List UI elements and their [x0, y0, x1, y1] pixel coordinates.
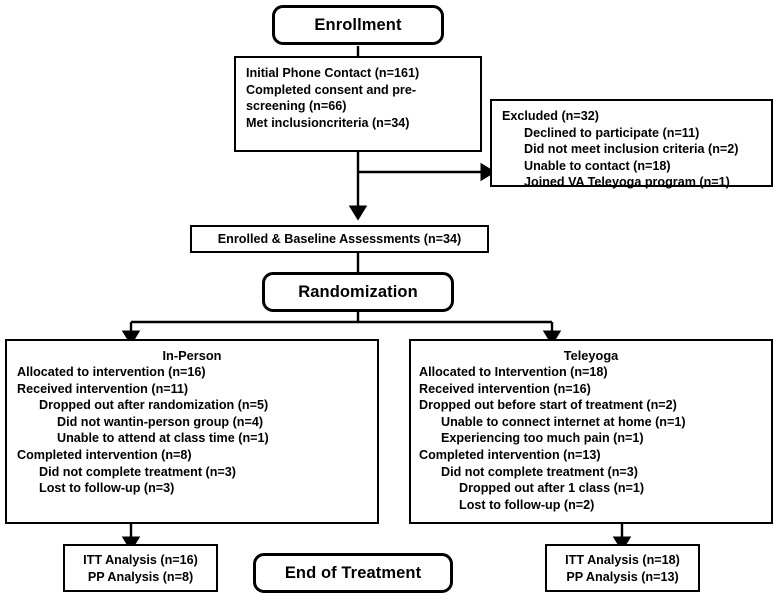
in-person-line-4: Did not wantin-person group (n=4) — [57, 414, 264, 429]
in-person-line-3: Dropped out after randomization (n=5) — [39, 398, 269, 413]
arm-lines-in-person: Allocated to intervention (n=16) Receive… — [7, 364, 377, 497]
in-person-line-6: Completed intervention (n=8) — [17, 447, 192, 462]
screening-line-1: Initial Phone Contact (n=161) — [246, 66, 420, 80]
excluded-item-3: Unable to contact (n=18) — [524, 158, 671, 173]
excluded-heading: Excluded (n=32) — [502, 109, 599, 123]
enrolled-baseline-box: Enrolled & Baseline Assessments (n=34) — [190, 225, 489, 253]
excluded-box: Excluded (n=32) Declined to participate … — [490, 99, 773, 189]
arm-title-in-person: In-Person — [162, 348, 222, 363]
screening-line-2: Completed consent and pre- — [246, 82, 417, 97]
teleyoga-line-8: Dropped out after 1 class (n=1) — [459, 481, 645, 496]
stage-label-enrollment: Enrollment — [314, 15, 402, 34]
arm-box-in-person: In-Person Allocated to intervention (n=1… — [5, 339, 379, 524]
teleyoga-line-4: Unable to connect internet at home (n=1) — [441, 414, 686, 429]
in-person-itt-analysis: ITT Analysis (n=16) — [83, 553, 198, 567]
excluded-box-text: Excluded (n=32) Declined to participate … — [492, 101, 771, 191]
teleyoga-line-7: Did not complete treatment (n=3) — [441, 464, 638, 479]
stage-label-randomization: Randomization — [298, 282, 418, 301]
analysis-text-in-person: ITT Analysis (n=16) PP Analysis (n=8) — [65, 546, 216, 585]
screening-box-text: Initial Phone Contact (n=161) Completed … — [236, 58, 480, 131]
analysis-text-teleyoga: ITT Analysis (n=18) PP Analysis (n=13) — [547, 546, 698, 585]
in-person-pp-analysis: PP Analysis (n=8) — [87, 569, 194, 584]
teleyoga-pp-analysis: PP Analysis (n=13) — [566, 569, 679, 584]
stage-pill-enrollment: Enrollment — [272, 5, 444, 45]
analysis-box-in-person: ITT Analysis (n=16) PP Analysis (n=8) — [63, 544, 218, 592]
stage-pill-end-of-treatment: End of Treatment — [253, 553, 453, 593]
excluded-item-1: Declined to participate (n=11) — [524, 125, 700, 140]
arm-lines-teleyoga: Allocated to Intervention (n=18) Receive… — [411, 364, 771, 513]
arm-box-teleyoga: Teleyoga Allocated to Intervention (n=18… — [409, 339, 773, 524]
enrolled-baseline-text: Enrolled & Baseline Assessments (n=34) — [217, 231, 462, 246]
screening-line-4: Met inclusioncriteria (n=34) — [246, 115, 410, 130]
teleyoga-line-5: Experiencing too much pain (n=1) — [441, 431, 644, 446]
teleyoga-line-3: Dropped out before start of treatment (n… — [419, 398, 677, 413]
in-person-line-8: Lost to follow-up (n=3) — [39, 481, 175, 496]
stage-label-end-of-treatment: End of Treatment — [284, 563, 422, 582]
analysis-box-teleyoga: ITT Analysis (n=18) PP Analysis (n=13) — [545, 544, 700, 592]
excluded-item-4: Joined VA Teleyoga program (n=1) — [524, 175, 730, 190]
teleyoga-line-2: Received intervention (n=16) — [419, 381, 591, 396]
stage-pill-randomization: Randomization — [262, 272, 454, 312]
teleyoga-line-1: Allocated to Intervention (n=18) — [419, 365, 608, 379]
excluded-item-2: Did not meet inclusion criteria (n=2) — [524, 142, 739, 157]
screening-line-3: screening (n=66) — [246, 99, 347, 114]
teleyoga-line-9: Lost to follow-up (n=2) — [459, 497, 595, 512]
teleyoga-itt-analysis: ITT Analysis (n=18) — [565, 553, 680, 567]
in-person-line-7: Did not complete treatment (n=3) — [39, 464, 236, 479]
screening-box: Initial Phone Contact (n=161) Completed … — [234, 56, 482, 152]
in-person-line-2: Received intervention (n=11) — [17, 381, 189, 396]
in-person-line-1: Allocated to intervention (n=16) — [17, 365, 206, 379]
teleyoga-line-6: Completed intervention (n=13) — [419, 447, 601, 462]
in-person-line-5: Unable to attend at class time (n=1) — [57, 431, 269, 446]
arm-title-teleyoga: Teleyoga — [563, 348, 619, 363]
